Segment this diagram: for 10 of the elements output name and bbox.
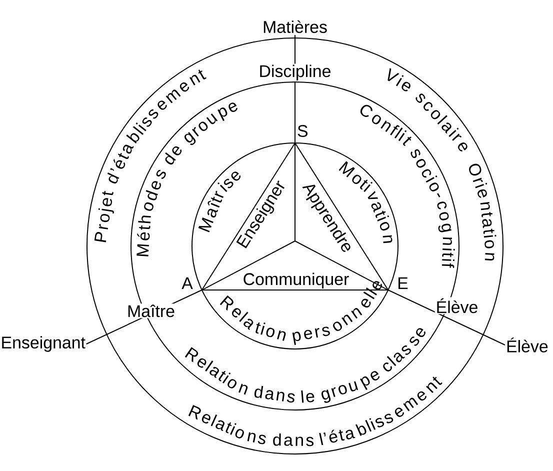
vertex-label: E [398,277,408,289]
axis-label: Matières [264,20,327,33]
axis-label: Enseignant [2,336,86,352]
edge-label: Élève [434,297,480,314]
edge-label: Discipline [258,64,332,82]
edge-label: Maître [126,304,176,318]
connector-line [388,290,506,346]
vertex-label: A [182,277,193,289]
vertex-label: S [298,125,308,137]
axis-label: Élève [507,338,548,352]
